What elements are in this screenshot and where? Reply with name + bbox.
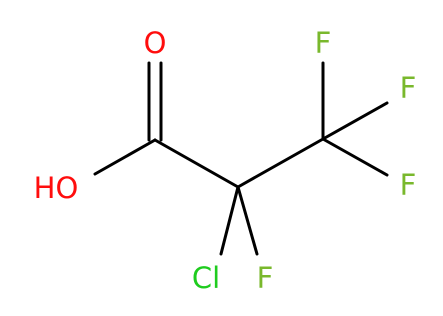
bond-carboxyl-to-hydroxyl: [93, 138, 157, 176]
bond-cf3-to-fluorine-3: [321, 137, 389, 177]
atom-fluorine-lower-right: F: [400, 168, 417, 202]
bond-alpha-carbon-to-fluorine: [236, 185, 259, 256]
bond-alpha-carbon-to-chlorine: [219, 185, 240, 256]
bonds: [93, 61, 389, 256]
bond-cf3-to-fluorine-2: [321, 101, 389, 141]
bond-carboxyl-to-alpha-carbon: [153, 138, 240, 189]
atom-fluorine-right: F: [400, 71, 417, 105]
atom-fluorine-alpha: F: [257, 261, 274, 295]
bond-alpha-carbon-to-cf3: [236, 137, 325, 189]
atom-labels: O HO Cl F F F F: [34, 26, 417, 295]
atom-chlorine: Cl: [192, 261, 220, 295]
atom-carbonyl-oxygen: O: [144, 26, 167, 60]
atom-hydroxyl-group: HO: [34, 171, 79, 205]
atom-fluorine-top: F: [315, 26, 332, 60]
